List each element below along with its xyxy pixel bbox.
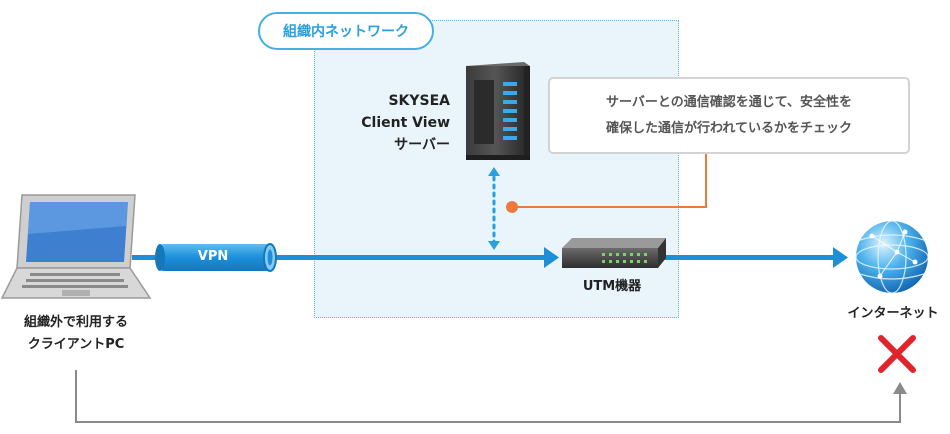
pc-to-utm-arrow	[132, 247, 559, 268]
vpn-label: VPN	[197, 249, 229, 264]
callout-line: サーバーとの通信確認を通じて、安全性を	[605, 94, 853, 110]
network-zone-label: 組織内ネットワーク	[258, 12, 434, 50]
server-label-line: SKYSEA	[388, 93, 450, 109]
globe-icon	[855, 220, 929, 294]
vpn-tunnel	[155, 243, 277, 272]
client-pc-label: 組織外で利用する クライアントPC	[0, 312, 152, 356]
utm-appliance-icon	[562, 238, 666, 268]
client-pc-label-line: クライアントPC	[27, 337, 125, 352]
client-pc-label-line: 組織外で利用する	[23, 315, 128, 330]
laptop-icon	[0, 194, 152, 299]
utm-to-internet-arrow	[660, 247, 848, 268]
utm-label: UTM機器	[582, 279, 642, 294]
server-label-line: Client View	[361, 115, 450, 131]
callout-line: 確保した通信が行われているかをチェック	[606, 120, 852, 136]
blocked-direct-path	[75, 370, 907, 423]
server-tower-icon	[466, 62, 530, 160]
blocked-x-icon	[878, 335, 916, 373]
server-communication-arrow	[488, 167, 500, 250]
callout-box: サーバーとの通信確認を通じて、安全性を 確保した通信が行われているかをチェック	[548, 77, 910, 154]
callout-connector	[506, 152, 707, 213]
internet-label: インターネット	[847, 306, 939, 321]
server-label: SKYSEA Client View サーバー	[330, 90, 450, 156]
server-label-line: サーバー	[394, 137, 450, 153]
